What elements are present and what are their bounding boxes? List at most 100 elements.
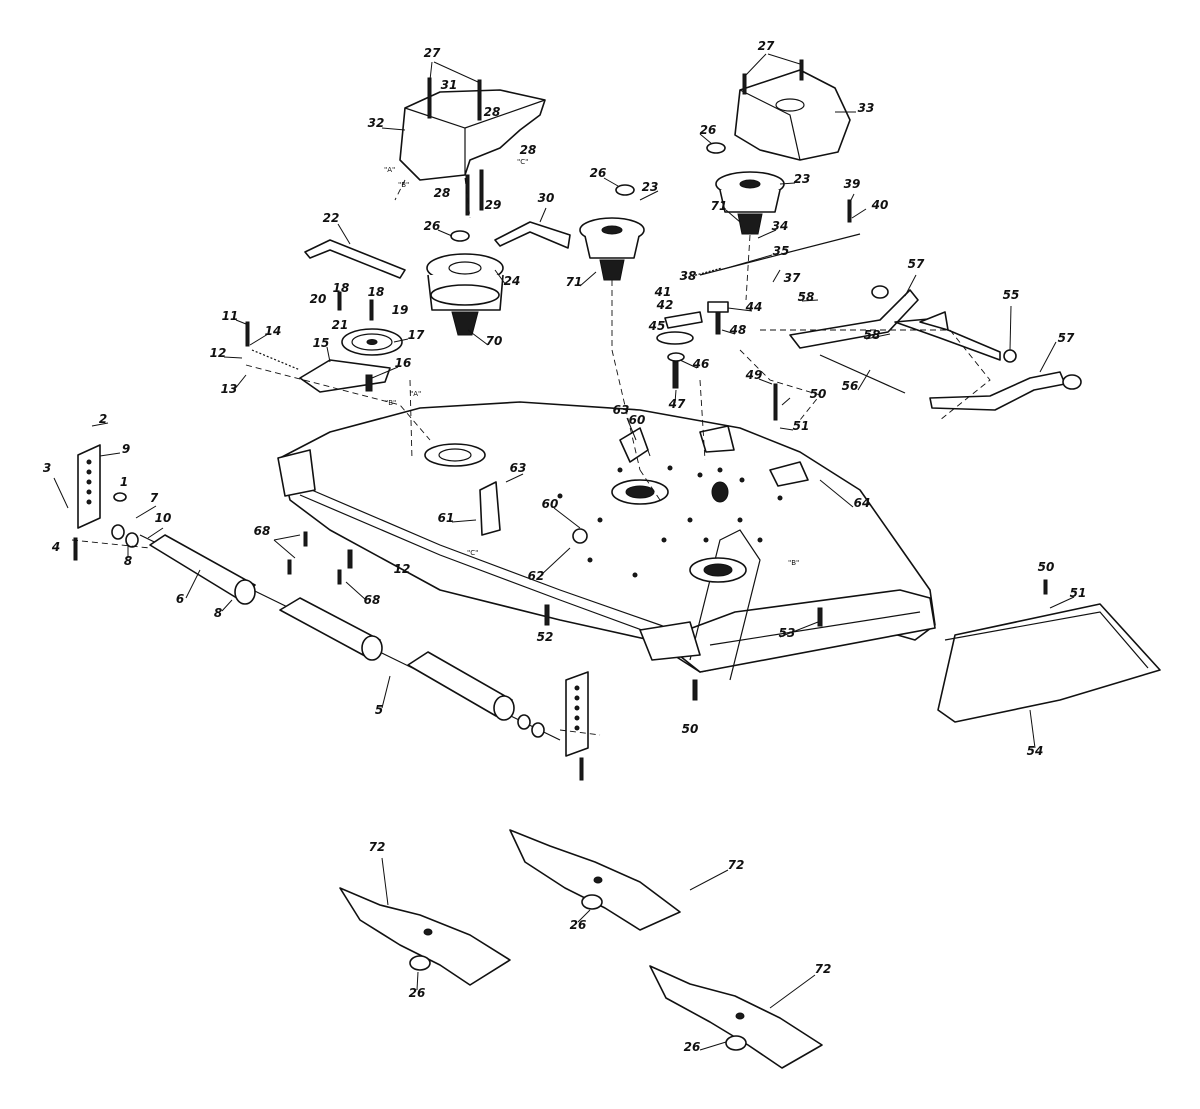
callout-34: 34 xyxy=(772,219,789,233)
belt-22 xyxy=(304,239,406,279)
callout-46: 46 xyxy=(692,357,710,371)
callout-26: 26 xyxy=(700,123,717,137)
callout-12: 12 xyxy=(394,562,411,576)
spring-14 xyxy=(251,349,301,371)
callout-8: 8 xyxy=(124,554,132,568)
callout-23: 23 xyxy=(642,180,659,194)
callout-26: 26 xyxy=(409,986,426,1000)
callout-53: 53 xyxy=(779,626,796,640)
callout-33: 33 xyxy=(858,101,875,115)
callout-32: 32 xyxy=(368,116,385,130)
flat-idler-pulley-17 xyxy=(341,328,403,356)
reference-letter: "C" xyxy=(517,158,528,166)
callout-71: 71 xyxy=(566,275,583,289)
callout-30: 30 xyxy=(538,191,555,205)
leader-lines xyxy=(53,53,1075,1051)
roller-bracket-left xyxy=(77,444,127,529)
callout-72: 72 xyxy=(815,962,832,976)
callout-42: 42 xyxy=(656,298,674,312)
callout-28: 28 xyxy=(520,143,537,157)
callout-61: 61 xyxy=(438,511,455,525)
callout-27: 27 xyxy=(758,39,775,53)
callout-68: 68 xyxy=(254,524,271,538)
baffle-54 xyxy=(937,603,1161,723)
callout-49: 49 xyxy=(745,368,763,382)
callout-44: 44 xyxy=(745,300,763,314)
callout-28: 28 xyxy=(484,105,501,119)
callout-54: 54 xyxy=(1027,744,1044,758)
hex-nuts-26 xyxy=(450,142,726,242)
callout-35: 35 xyxy=(773,244,790,258)
roller-assembly xyxy=(111,524,561,741)
callout-8: 8 xyxy=(214,606,222,620)
callout-7: 7 xyxy=(150,491,159,505)
callout-37: 37 xyxy=(784,271,801,285)
blade-72-left xyxy=(339,887,511,986)
callout-57: 57 xyxy=(908,257,925,271)
reference-letter: "B" xyxy=(385,399,396,407)
callout-14: 14 xyxy=(265,324,282,338)
callout-26: 26 xyxy=(424,219,441,233)
callout-60: 60 xyxy=(629,413,646,427)
callout-58: 58 xyxy=(864,328,881,342)
callout-45: 45 xyxy=(648,319,666,333)
callout-58: 58 xyxy=(798,290,815,304)
callout-3: 3 xyxy=(43,461,51,475)
callout-26: 26 xyxy=(570,918,587,932)
callout-16: 16 xyxy=(395,356,412,370)
callout-10: 10 xyxy=(155,511,172,525)
callout-70: 70 xyxy=(486,334,503,348)
callout-63: 63 xyxy=(613,403,630,417)
callout-6: 6 xyxy=(176,592,184,606)
callout-38: 38 xyxy=(680,269,697,283)
callout-60: 60 xyxy=(542,497,559,511)
callout-68: 68 xyxy=(364,593,381,607)
callout-64: 64 xyxy=(854,496,871,510)
bolt-16 xyxy=(365,374,373,392)
callout-23: 23 xyxy=(794,172,811,186)
blade-72-center xyxy=(509,829,681,931)
callout-18: 18 xyxy=(333,281,350,295)
callout-5: 5 xyxy=(375,703,383,717)
callout-71: 71 xyxy=(711,199,728,213)
spring-35 xyxy=(684,267,723,279)
small-fasteners xyxy=(73,59,1048,781)
callout-48: 48 xyxy=(729,323,747,337)
callout-11: 11 xyxy=(222,309,239,323)
callout-50: 50 xyxy=(682,722,699,736)
callout-29: 29 xyxy=(485,198,502,212)
callout-63: 63 xyxy=(510,461,527,475)
callout-12: 12 xyxy=(210,346,227,360)
callout-57: 57 xyxy=(1058,331,1075,345)
callout-21: 21 xyxy=(332,318,349,332)
assembly-guide-lines xyxy=(71,177,991,736)
callout-62: 62 xyxy=(528,569,545,583)
callout-26: 26 xyxy=(590,166,607,180)
idler-linkage xyxy=(656,301,729,389)
callout-18: 18 xyxy=(368,285,385,299)
callout-72: 72 xyxy=(728,858,745,872)
callout-24: 24 xyxy=(504,274,521,288)
reference-letters: "A""B""C""A""B""C""B" xyxy=(384,158,799,567)
callout-50: 50 xyxy=(810,387,827,401)
belt-30 xyxy=(494,221,571,249)
reference-letter: "C" xyxy=(467,549,478,557)
callout-56: 56 xyxy=(842,379,859,393)
idler-pulley-24 xyxy=(426,253,504,336)
callout-27: 27 xyxy=(424,46,441,60)
reference-letter: "A" xyxy=(410,390,421,398)
reference-letter: "A" xyxy=(384,166,395,174)
callout-55: 55 xyxy=(1003,288,1020,302)
mower-deck-housing xyxy=(277,401,936,681)
callout-51: 51 xyxy=(793,419,810,433)
callout-41: 41 xyxy=(654,285,672,299)
callout-22: 22 xyxy=(323,211,340,225)
callout-26: 26 xyxy=(684,1040,701,1054)
callout-31: 31 xyxy=(441,78,458,92)
callout-72: 72 xyxy=(369,840,386,854)
callout-19: 19 xyxy=(392,303,409,317)
reference-letter: "B" xyxy=(398,181,409,189)
callout-20: 20 xyxy=(310,292,327,306)
callout-13: 13 xyxy=(221,382,238,396)
